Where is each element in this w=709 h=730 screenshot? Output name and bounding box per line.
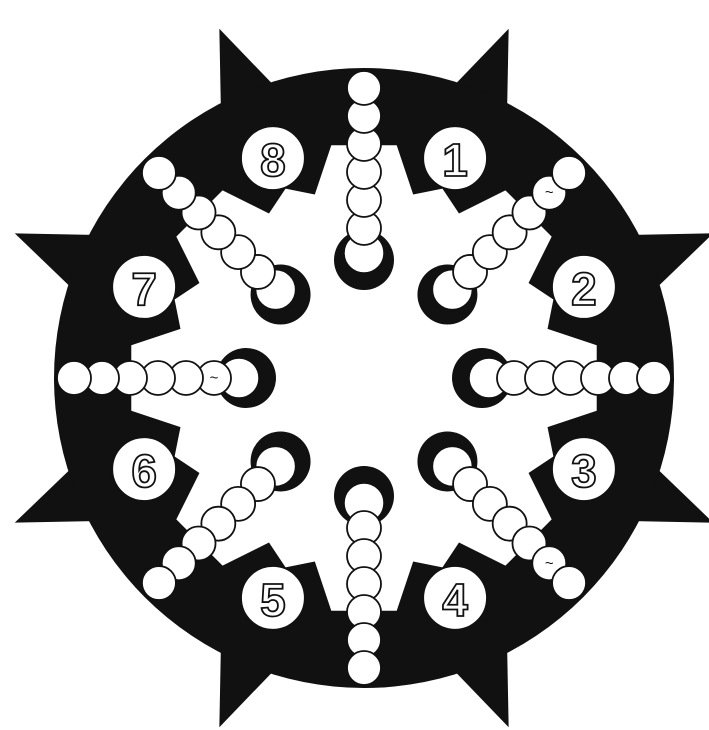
track-hole bbox=[142, 566, 176, 600]
track-hole bbox=[142, 156, 176, 190]
section-number: 2 bbox=[571, 263, 597, 315]
track-mark: ~ bbox=[545, 184, 554, 201]
track-hole bbox=[347, 71, 381, 105]
section-number: 6 bbox=[131, 445, 157, 497]
section-number: 8 bbox=[260, 134, 286, 186]
track-hole bbox=[552, 566, 586, 600]
section-number: 3 bbox=[571, 445, 597, 497]
section-number: 7 bbox=[131, 263, 157, 315]
track-hole bbox=[347, 651, 381, 685]
section-number: 1 bbox=[442, 134, 468, 186]
section-number: 4 bbox=[442, 574, 468, 626]
track-hole bbox=[552, 156, 586, 190]
track-mark: ~ bbox=[210, 370, 219, 387]
track-hole bbox=[637, 361, 671, 395]
track-hole bbox=[57, 361, 91, 395]
track-mark: ~ bbox=[545, 555, 554, 572]
section-number: 5 bbox=[260, 574, 286, 626]
